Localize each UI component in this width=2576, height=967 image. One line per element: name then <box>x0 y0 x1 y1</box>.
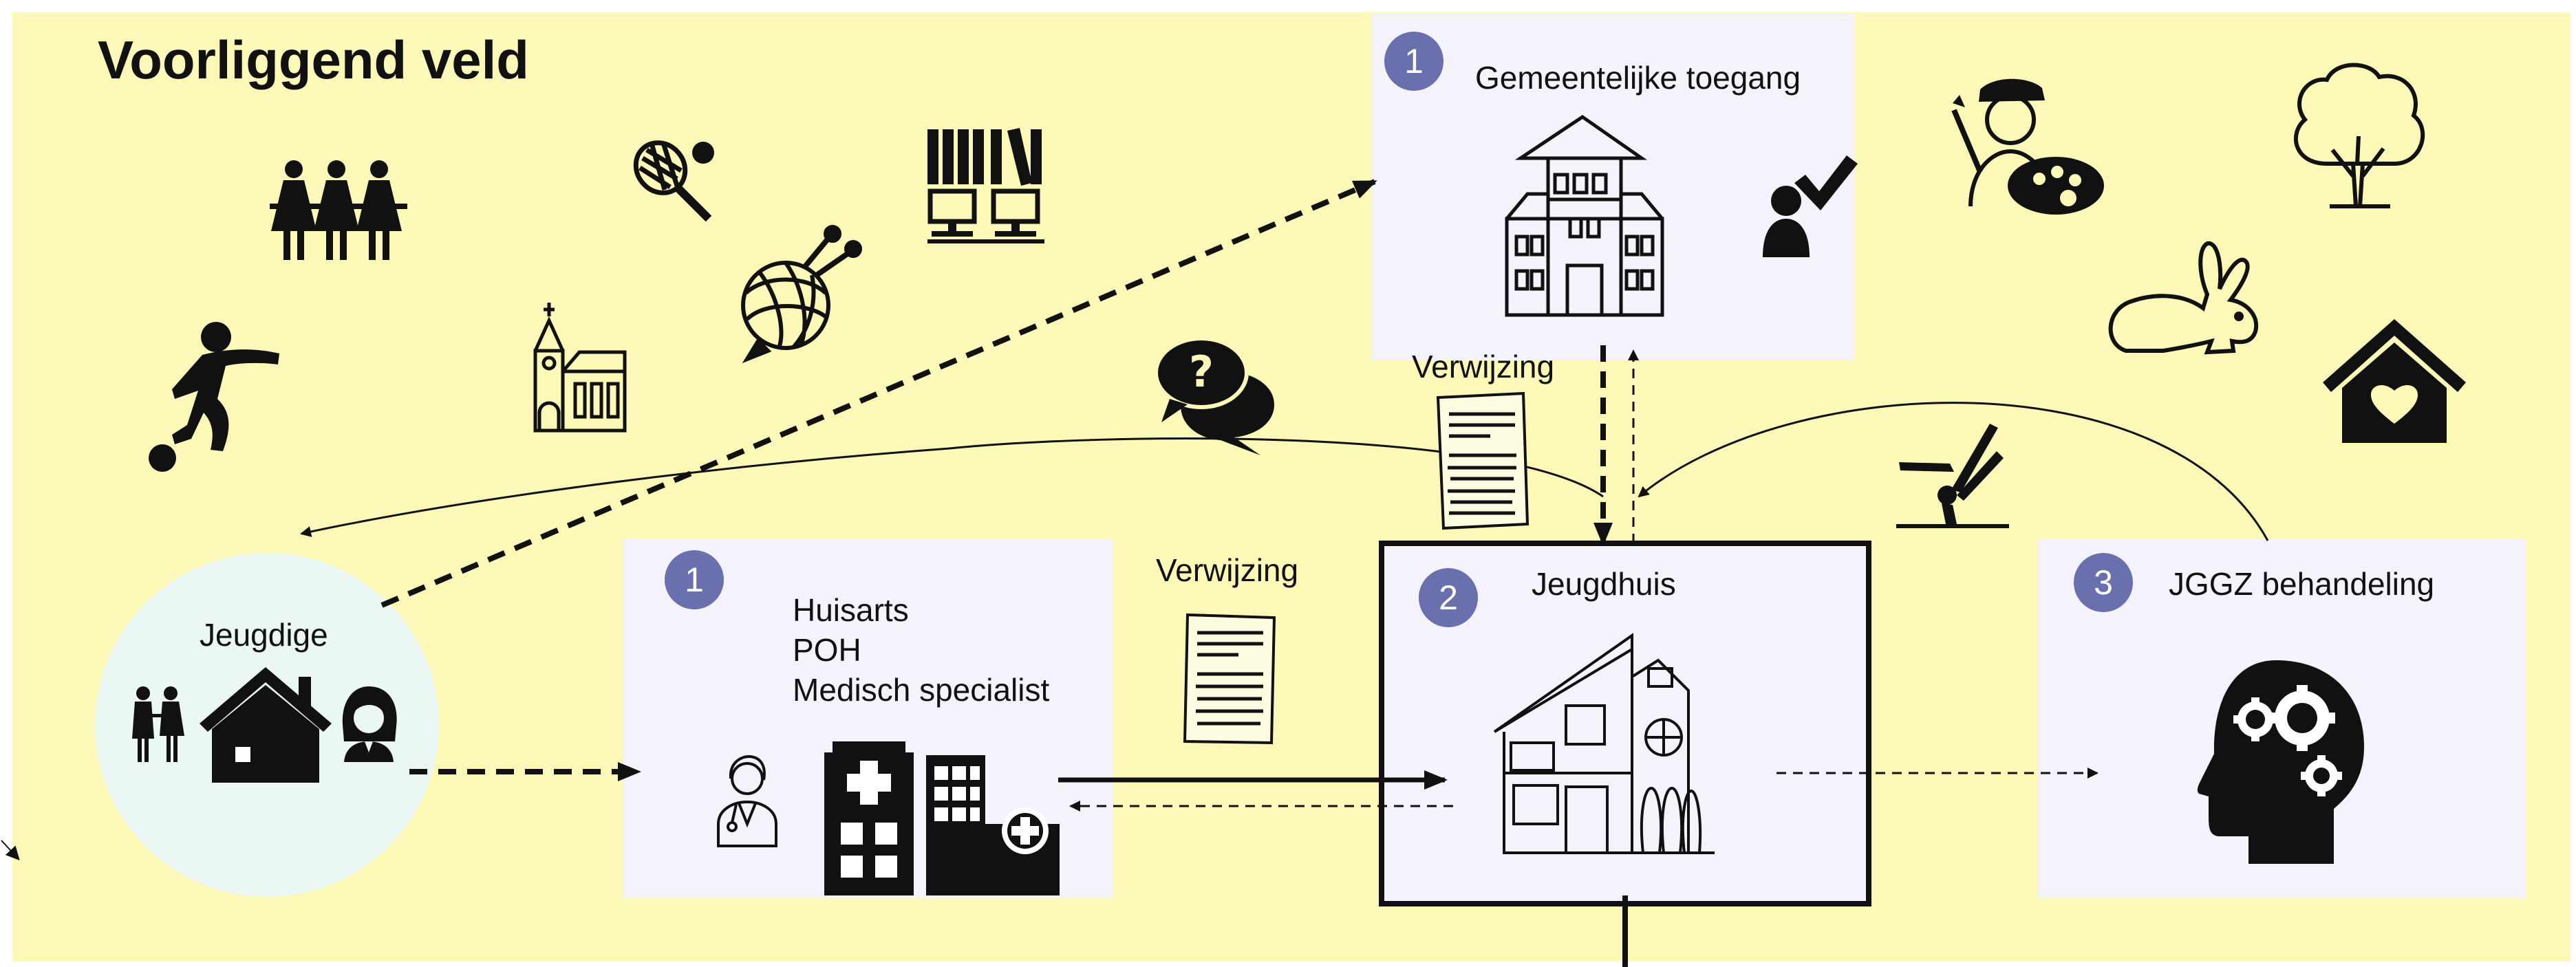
arrow-jeugdige-to-gemeente <box>380 179 1377 608</box>
church-icon <box>533 303 627 433</box>
family-icon <box>270 160 407 260</box>
referral-document-icon <box>1183 613 1276 745</box>
tennis-icon <box>633 140 714 222</box>
house-icon <box>200 667 332 783</box>
jggz-badge: 3 <box>2074 553 2133 612</box>
modern-house-icon <box>1493 633 1715 854</box>
referral-document-icon <box>1436 391 1530 530</box>
tree-icon <box>2293 63 2425 208</box>
painter-icon <box>1951 78 2104 215</box>
doctor-icon <box>717 754 777 847</box>
home-heart-icon <box>2323 319 2466 443</box>
couple-icon <box>132 686 184 762</box>
huisarts-badge: 1 <box>665 550 724 609</box>
soccer-player-icon <box>149 322 279 472</box>
gemeentelijke-toegang-box <box>1372 14 1855 360</box>
checked-user-icon <box>1763 155 1858 257</box>
curve-jggz-to-jeugdhuis <box>1638 402 2269 541</box>
hospital-icon <box>824 741 1060 895</box>
huisarts-line-2: POH <box>793 632 861 668</box>
huisarts-line-3: Medisch specialist <box>793 672 1050 708</box>
knitting-icon <box>741 225 862 364</box>
gymnast-icon <box>1896 424 2009 528</box>
gear-head-icon <box>2197 660 2364 864</box>
question-chat-icon: ? <box>1154 336 1274 455</box>
verwijzing-label-middle: Verwijzing <box>1156 552 1299 588</box>
gemeente-title: Gemeentelijke toegang <box>1475 60 1801 96</box>
page-title: Voorliggend veld <box>98 30 529 90</box>
school-building-icon <box>1505 114 1664 317</box>
huisarts-line-1: Huisarts <box>793 592 909 628</box>
jeugdhuis-title: Jeugdhuis <box>1532 566 1676 602</box>
woman-icon <box>342 686 397 762</box>
rabbit-icon <box>2108 241 2259 355</box>
svg-text:?: ? <box>1189 347 1214 397</box>
jeugdige-label: Jeugdige <box>200 617 328 653</box>
jggz-title: JGGZ behandeling <box>2169 566 2435 602</box>
verwijzing-label-top: Verwijzing <box>1412 349 1555 384</box>
curve-jeugdhuis-to-jeugdige <box>300 437 1604 537</box>
jeugdhuis-badge: 2 <box>1419 568 1478 627</box>
edge-arrow <box>1 840 20 860</box>
gemeente-badge: 1 <box>1384 32 1443 91</box>
library-icon <box>927 128 1044 243</box>
